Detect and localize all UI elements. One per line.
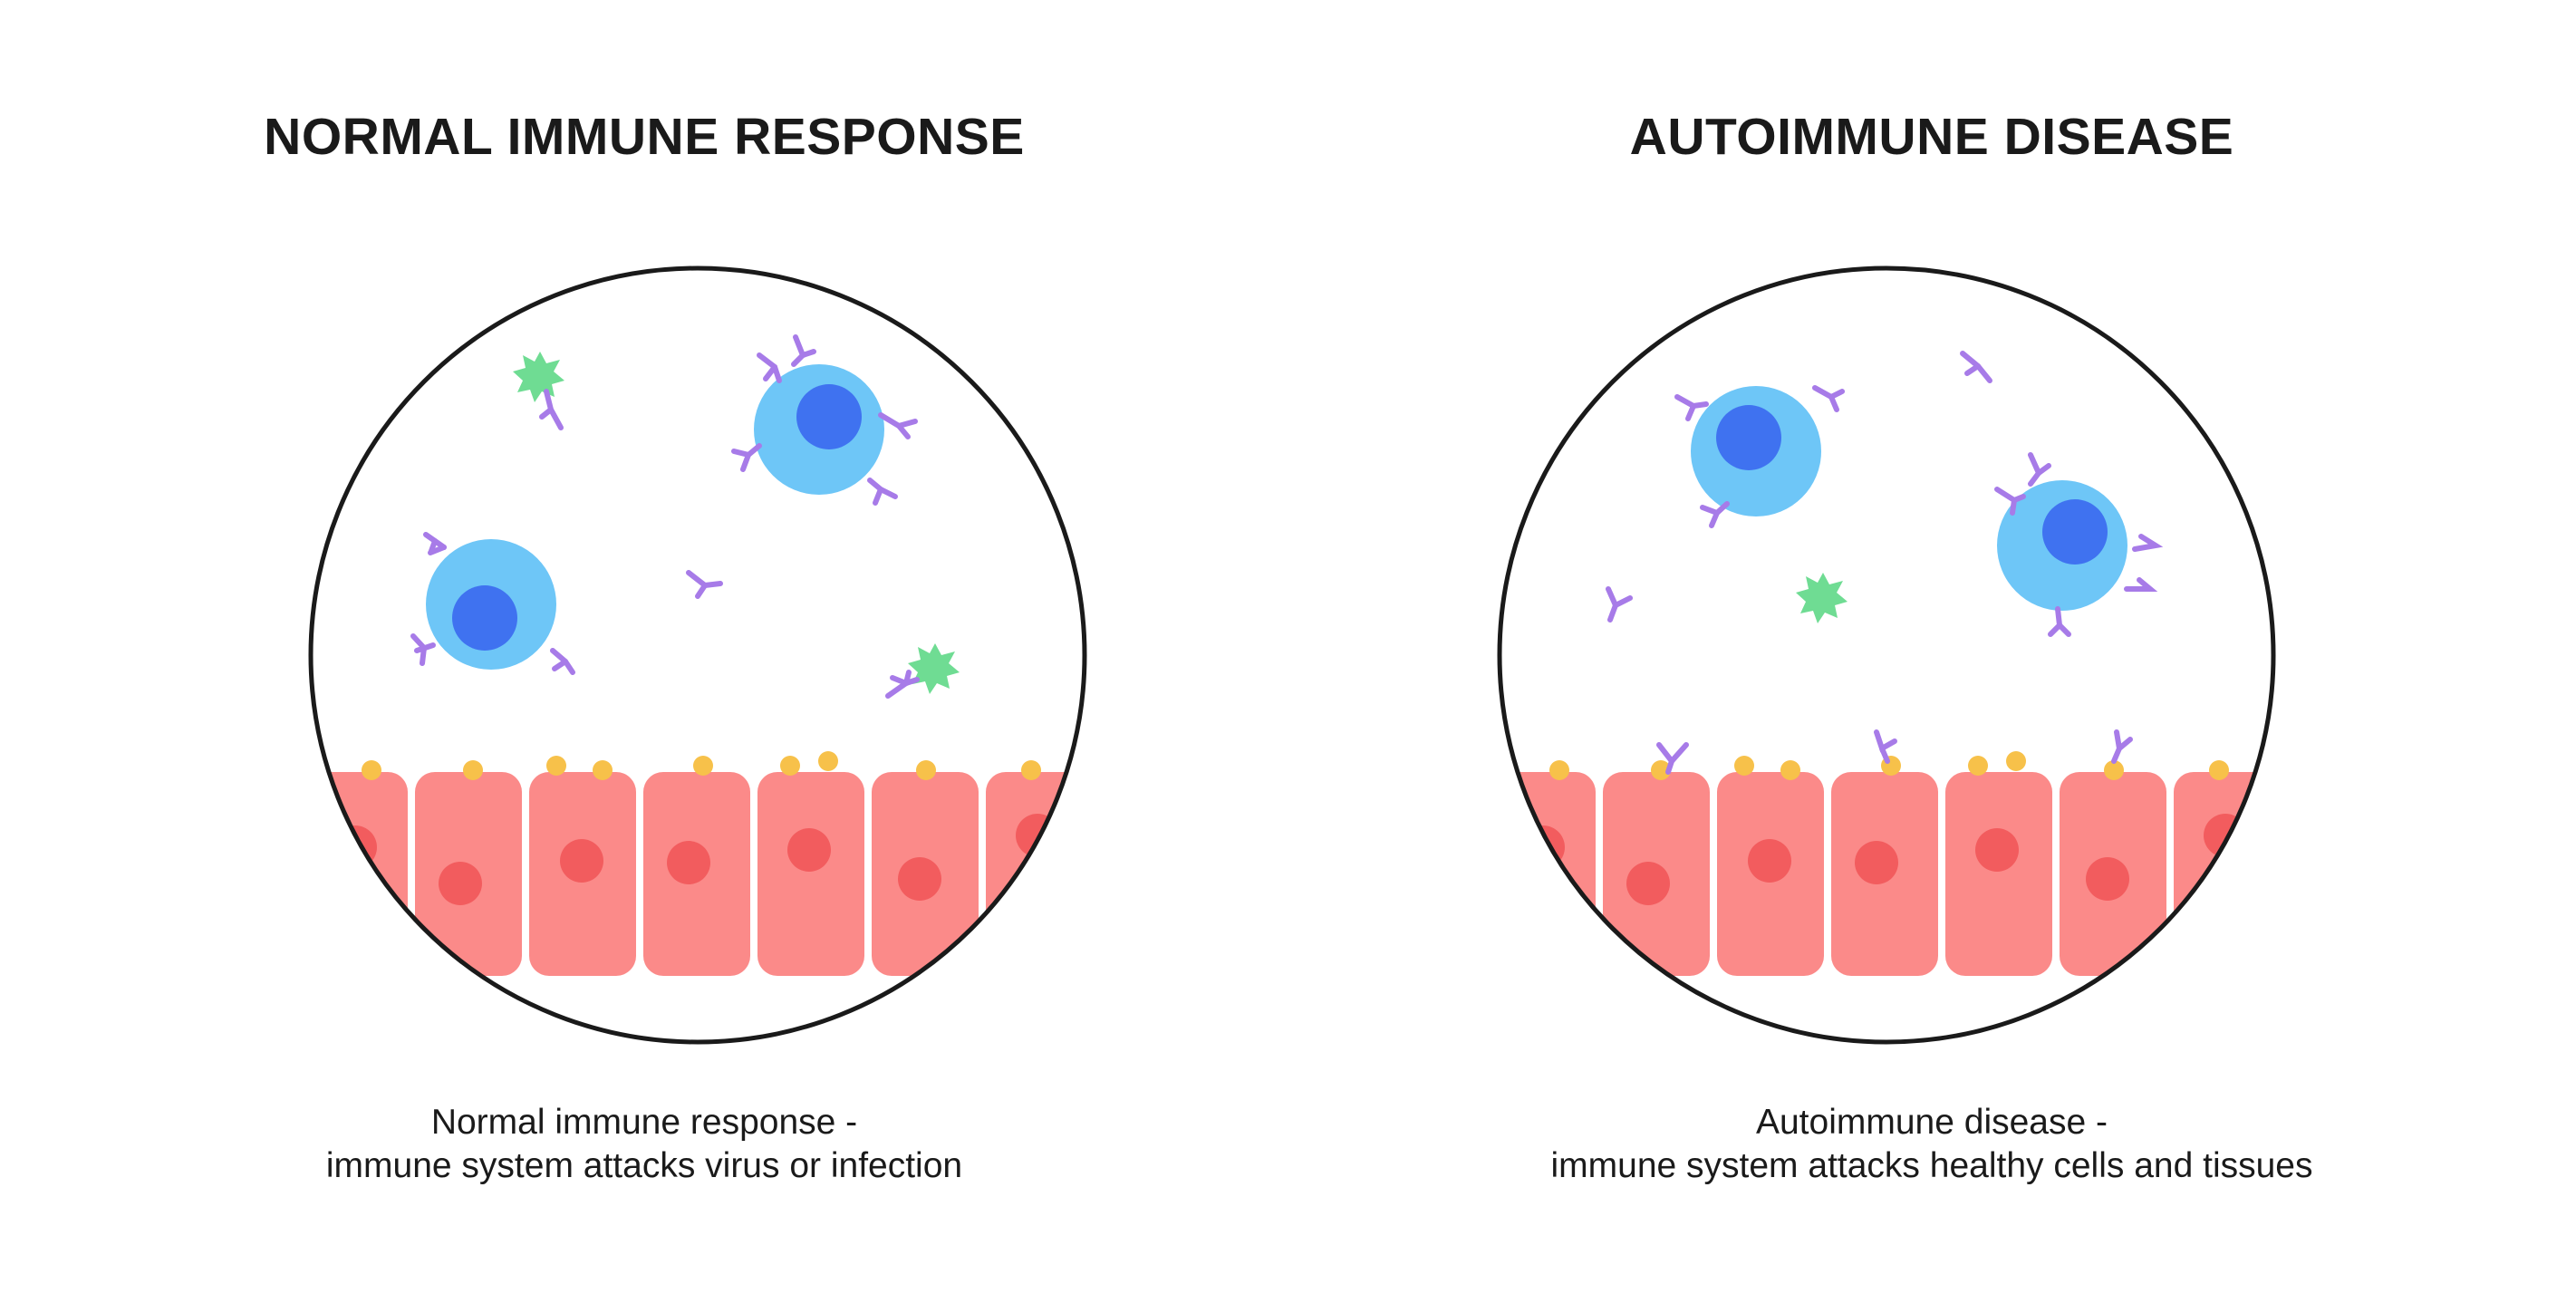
caption-line-2: immune system attacks healthy cells and … [1550,1146,2313,1185]
antigen-dot [2006,751,2026,771]
antigen-dot [546,756,566,776]
antigen-dot [362,760,381,780]
antibody-icon [423,532,447,555]
cell-nucleus [1855,841,1898,884]
antigen-dot [2104,760,2124,780]
antibody-icon [550,648,575,675]
antibody-icon [1960,351,1992,383]
antibody-icon [2028,452,2051,487]
tissue-cell [757,772,864,976]
nucleus [452,585,517,651]
antibody-icon [2048,606,2071,637]
antibody-icon [1994,487,2026,516]
antibody-icon [791,334,816,367]
virus-icon [1796,573,1848,623]
antigen-dot [463,760,483,780]
antibody-icon [878,412,918,439]
tissue-cells [1500,772,2273,976]
antibody-icon [1606,586,1633,623]
tissue-cell [986,772,1085,976]
antibody-icon [757,352,782,383]
antigen-dot [693,756,713,776]
antigen-dot [2209,760,2229,780]
immune-cell [1997,480,2127,611]
antigen-dot [1651,760,1671,780]
antibody-icon [867,478,898,506]
antibody-icon [1812,385,1845,412]
cell-nucleus [1975,828,2019,872]
antibody-icon [885,670,920,699]
tissue-cell [2174,772,2273,976]
antibody-icon [1700,501,1730,528]
antibody-icon [2124,577,2158,592]
magnifier-circle [1497,265,2276,1045]
nucleus [2042,499,2108,565]
panel-title: AUTOIMMUNE DISEASE [1629,108,2234,166]
antibody-icon [539,389,564,430]
autoimmune-disease-panel: AUTOIMMUNE DISEASE [1288,0,2576,1303]
cell-nucleus [560,839,603,883]
immune-cell [1691,386,1821,516]
tissue-cell [311,772,408,976]
immune-cell [426,539,556,670]
cell-nucleus [439,862,482,905]
magnified-view [311,334,1085,976]
antigen-dot [818,751,838,771]
tissue-cell [1945,772,2052,976]
virus-icon [908,643,960,694]
cell-nucleus [667,841,710,884]
antibody-icon [686,570,723,599]
antibodies [1606,351,2164,775]
surface-antigens [362,751,1041,780]
antigen-dot [1968,756,1988,776]
antigen-dot [916,760,936,780]
antibody-icon [731,443,762,472]
normal-immune-response-panel: NORMAL IMMUNE RESPONSE [0,108,1288,1188]
caption-line-2: immune system attacks virus or infection [325,1146,963,1185]
tissue-cell [1500,772,1596,976]
antibody-icon [2132,534,2164,552]
antigen-dot [1734,756,1754,776]
panel-title: NORMAL IMMUNE RESPONSE [264,108,1025,166]
nucleus [1716,405,1781,470]
cell-nucleus [2204,814,2247,857]
antigen-dot [1549,760,1569,780]
cell-nucleus [898,857,941,901]
antibody-icon [2111,729,2133,764]
nucleus [796,384,862,449]
antigen-dot [780,756,800,776]
panel-caption: Autoimmune disease - immune system attac… [1288,1101,2576,1188]
antibody-icon [1656,742,1689,775]
virus-icon [513,352,564,402]
antibody-icon [410,633,436,666]
cell-nucleus [1626,862,1670,905]
panel-caption: Normal immune response - immune system a… [0,1101,1288,1188]
magnified-view [1500,351,2273,976]
caption-line-1: Autoimmune disease - [1755,1103,2108,1142]
surface-antigens [1549,751,2229,780]
tissue-cells [311,772,1085,976]
antigen-dot [1021,760,1041,780]
antigen-dot [1780,760,1800,780]
immune-cell [754,364,884,495]
antigen-dot [593,760,613,780]
cell-nucleus [1748,839,1791,883]
antibody-icon [1674,394,1709,421]
antibodies [410,334,920,699]
antibody-icon [1874,729,1897,764]
magnifier-circle [308,265,1087,1045]
autoimmune-disease-illustration [1497,265,2276,1045]
cell-nucleus [787,828,831,872]
caption-line-1: Normal immune response - [430,1103,858,1142]
cell-nucleus [2086,857,2129,901]
normal-immune-response-illustration [308,265,1087,1045]
